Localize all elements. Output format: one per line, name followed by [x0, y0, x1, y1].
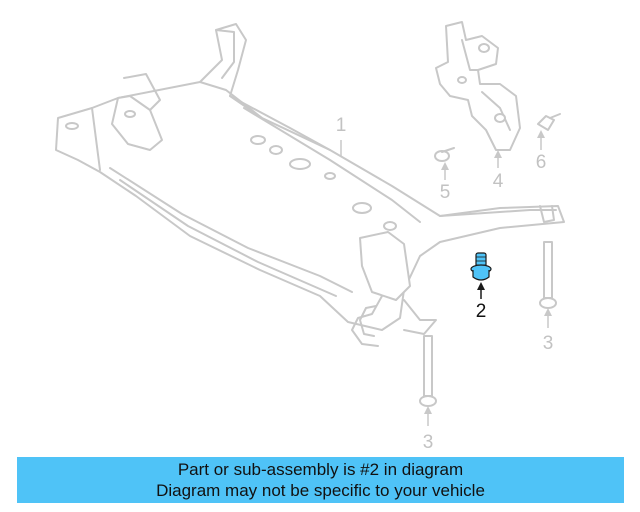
- callout-arrow-4: [494, 150, 502, 168]
- callout-arrow-3-right: [544, 308, 552, 328]
- long-bolt-part-3-bottom: [419, 335, 437, 407]
- callout-label-1: 1: [335, 115, 347, 136]
- callout-arrow-6: [537, 130, 545, 150]
- callout-label-3-right: 3: [542, 333, 554, 354]
- callout-label-5: 5: [439, 182, 451, 203]
- callout-arrow-2: [477, 282, 485, 299]
- bolt-part-6: [537, 113, 561, 131]
- long-bolt-part-3-right: [539, 241, 557, 309]
- callout-label-4: 4: [492, 171, 504, 192]
- callout-label-2: 2: [475, 301, 487, 322]
- subframe-crossmember: [55, 23, 565, 347]
- highlighted-bolt-part-2[interactable]: [470, 252, 492, 281]
- banner-line-1: Part or sub-assembly is #2 in diagram: [177, 460, 464, 479]
- callout-label-6: 6: [535, 152, 547, 173]
- callout-arrow-5: [441, 162, 449, 180]
- parts-diagram: [55, 21, 565, 426]
- bolt-part-5: [434, 147, 455, 162]
- callout-label-3-bottom: 3: [422, 432, 434, 453]
- info-banner: Part or sub-assembly is #2 in diagram Di…: [17, 457, 624, 503]
- bracket-assembly-part-4: [435, 21, 521, 151]
- callout-arrow-3-bottom: [424, 406, 432, 426]
- banner-line-2: Diagram may not be specific to your vehi…: [156, 481, 485, 500]
